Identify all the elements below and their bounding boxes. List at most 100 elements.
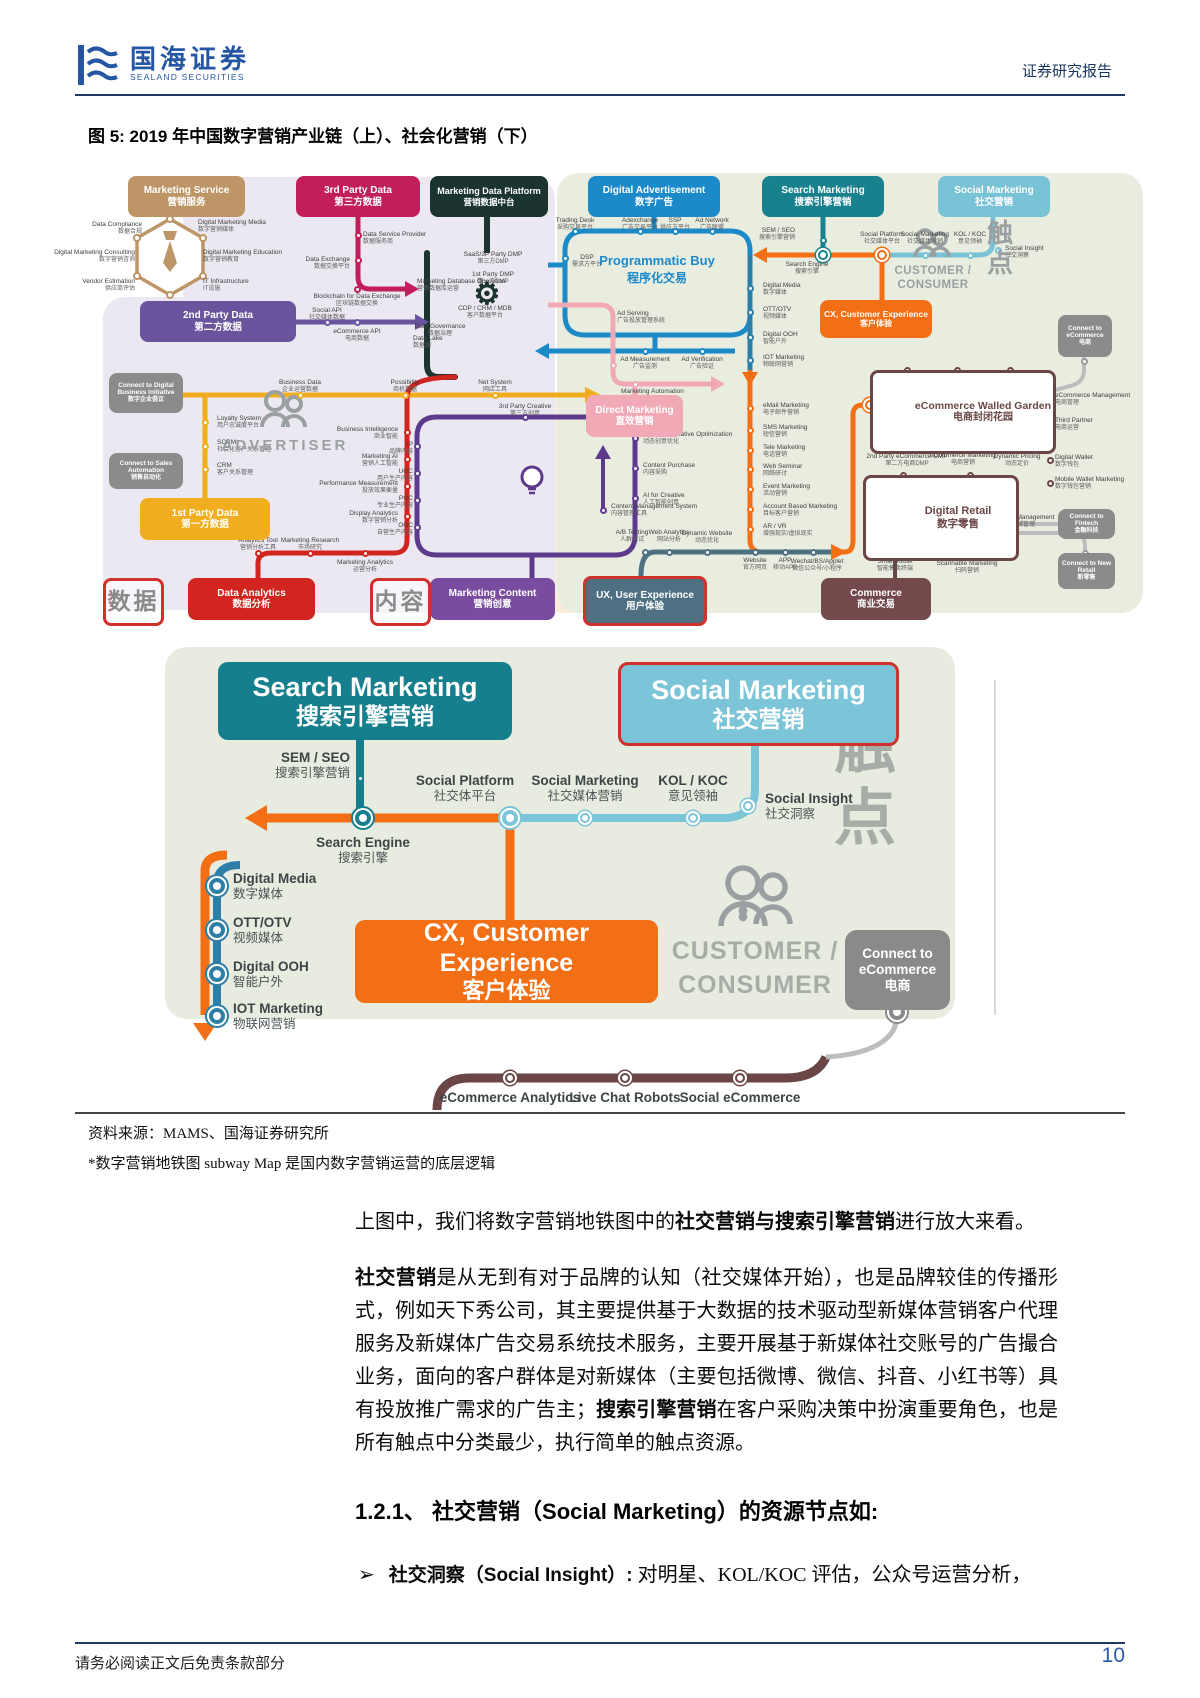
station-dot (735, 1073, 745, 1083)
hub-connect-sales-automation-label: 销售自动化 (130, 475, 161, 482)
station-dot (561, 254, 569, 262)
station-en: Digital Media (233, 871, 317, 886)
station-dot (746, 525, 754, 533)
station-en: Ad Verification (681, 356, 723, 363)
station-dot (355, 810, 371, 826)
station-zh: 运营分析 (352, 566, 377, 573)
station-en: 1st Party DMP (472, 271, 514, 278)
station-zh: 社交媒体数据 (308, 314, 346, 321)
station-social-ecommerce: Social eCommerce (680, 1090, 801, 1106)
station-en: eCommerce API (333, 328, 381, 335)
hub-cx-customer-experience-label: CX, Customer Experience (824, 309, 928, 320)
station-en: Possibility (390, 379, 420, 386)
station-dot (746, 333, 754, 341)
station-en: Digital OOH (233, 959, 309, 974)
paragraph-1: 上图中，我们将数字营销地铁图中的社交营销与搜索引擎营销进行放大来看。 (355, 1206, 1058, 1239)
hub-cx-customer-experience-zoom-label: 客户体验 (462, 978, 551, 1004)
station-dot (356, 774, 364, 782)
bullet-item: ➢社交洞察（Social Insight）: 对明星、KOL/KOC 评估，公众… (358, 1558, 1058, 1587)
station-zh: 广告验证 (689, 363, 714, 370)
station-en: Ad Network (695, 217, 729, 224)
map-label-consumer: CONSUMER (678, 971, 832, 999)
station-en: Adexchange (621, 217, 659, 224)
figure-bottom-rule (75, 1112, 1125, 1114)
p1-pre: 上图中，我们将数字营销地铁图中的 (355, 1211, 675, 1233)
station-en: Social Insight (1005, 245, 1044, 252)
station-en: CDP / CRM / MDB (458, 305, 512, 312)
station-dot (746, 284, 754, 292)
station-zh: 电商管理 (1055, 399, 1080, 406)
station-zh: 网店工具 (482, 386, 507, 393)
station-en: Business Intelligence (336, 426, 398, 433)
station-zh: 社交媒体营销 (906, 238, 943, 245)
hub-ecommerce-walled-garden-label: 电商封闭花园 (953, 412, 1013, 424)
station-dot (353, 285, 361, 293)
station-zh: 数据交换平台 (313, 263, 350, 270)
hub-second-party-data-label: 2nd Party Data (182, 310, 254, 321)
station-dot (698, 347, 706, 355)
station-en: OTT/OTV (763, 306, 792, 313)
p2-bold-2: 搜索引擎营销 (595, 1399, 717, 1421)
station-en: Dynamic Website (681, 530, 733, 537)
hub-second-party-data-label: 第二方数据 (194, 321, 242, 333)
station-zh: 物联网营销 (763, 361, 794, 368)
station-dot (746, 308, 754, 316)
station-dot (665, 548, 673, 556)
station-dot (746, 404, 754, 412)
hub-connect-fintech-label: Connect to Fintech (1069, 512, 1104, 528)
station-en: Account Based Marketing (763, 503, 838, 510)
p1-post: 进行放大来看。 (895, 1211, 1035, 1233)
station-zh: 品牌内容 (388, 448, 413, 455)
station-dot (641, 347, 649, 355)
station-live-chat-robots: Live Chat Robots (569, 1090, 680, 1106)
station-zh: 数据合规 (117, 228, 142, 235)
station-en: CRM (217, 462, 232, 469)
station-dot (921, 251, 929, 259)
station-dot (746, 465, 754, 473)
section-heading: 1.2.1、 社交营销（Social Marketing）的资源节点如: (355, 1499, 879, 1524)
station-dot (746, 505, 754, 513)
station-zh: 社交洞察 (1005, 252, 1030, 259)
station-en: IOT Marketing (233, 1001, 324, 1016)
map-label-点: 点 (833, 784, 897, 853)
hub-digital-advertisement-label: 数字广告 (634, 196, 673, 208)
map-label-: ⚙ (473, 278, 501, 311)
station-en: Tele Marketing (763, 444, 806, 451)
station-en: eCommerce Management (1055, 392, 1131, 399)
station-ecommerce-analytics: eCommerce Analytics (440, 1090, 581, 1106)
station-dot (781, 548, 789, 556)
hub-social-marketing-label: 社交营销 (974, 196, 1013, 208)
station-en: Data Governance (414, 323, 466, 330)
station-en: SCRM (217, 439, 237, 446)
station-dot (209, 1008, 225, 1024)
station-dot (201, 418, 209, 426)
station-zh: 社交体平台 (433, 788, 497, 803)
hub-connect-ecommerce-zoom-label: eCommerce (858, 962, 937, 978)
station-en: SMS Marketing (763, 424, 808, 431)
